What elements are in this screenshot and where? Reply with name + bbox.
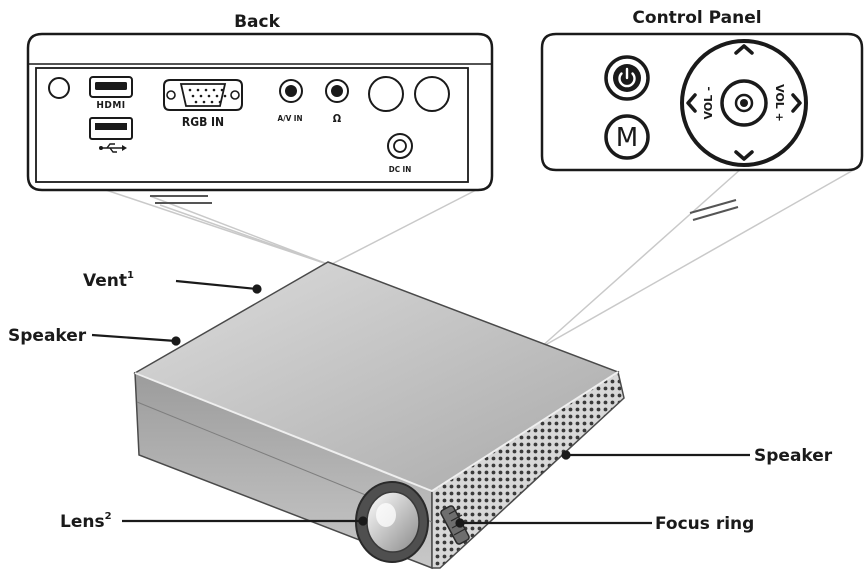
- speaker-right-label: Speaker: [754, 446, 833, 466]
- back-title: Back: [234, 12, 281, 32]
- rgb-pin: [223, 94, 227, 98]
- vol-plus-label: VOL +: [773, 84, 786, 122]
- lens-label: Lens2: [60, 511, 112, 532]
- rgb-pin: [204, 88, 208, 92]
- rgb-pin: [202, 100, 206, 104]
- hdmi-label: HDMI: [96, 100, 125, 111]
- power-icon: [618, 67, 636, 88]
- headphone-icon: Ω: [333, 112, 342, 125]
- vol-minus-label: VOL -: [702, 86, 715, 119]
- down-arrow-icon: [734, 150, 754, 161]
- control-panel-inset: Control Panel M VOL - VOL +: [540, 8, 864, 172]
- control-zoom-hatch: [689, 199, 739, 221]
- rgb-in-port: [163, 79, 243, 111]
- vent-label: Vent1: [83, 270, 134, 291]
- dc-in-label: DC IN: [389, 165, 411, 174]
- speaker-left-label: Speaker: [8, 326, 87, 346]
- kensington-slot: [48, 77, 70, 99]
- rgb-pin: [210, 100, 214, 104]
- av-in-label: A/V IN: [278, 114, 303, 123]
- control-panel-title: Control Panel: [632, 8, 761, 28]
- left-arrow-icon: [686, 93, 697, 113]
- round-port-right: [414, 76, 450, 112]
- rgb-pin: [196, 88, 200, 92]
- rgb-pin: [188, 88, 192, 92]
- rgb-pin: [191, 94, 195, 98]
- rgb-pin: [220, 88, 224, 92]
- menu-button: [604, 114, 650, 160]
- rgb-pin: [215, 94, 219, 98]
- rgb-pin: [199, 94, 203, 98]
- usb-icon: [99, 143, 127, 153]
- rgb-in-label: RGB IN: [182, 115, 224, 129]
- rgb-pin: [207, 94, 211, 98]
- projector-body: [133, 261, 625, 570]
- lens: [355, 481, 429, 563]
- control-zoom-cone: [539, 167, 858, 349]
- focus-ring-label: Focus ring: [655, 514, 754, 534]
- back-panel-inset: Back HDMI RGB IN: [26, 12, 494, 192]
- up-arrow-icon: [734, 44, 754, 55]
- back-zoom-hatch: [150, 195, 212, 204]
- rgb-pin: [218, 100, 222, 104]
- right-arrow-icon: [791, 93, 802, 113]
- hdmi-port: [89, 76, 133, 98]
- menu-button-label: M: [616, 123, 638, 153]
- rgb-pin: [212, 88, 216, 92]
- usb-port: [89, 117, 133, 140]
- rgb-pin: [194, 100, 198, 104]
- round-port-left: [368, 76, 404, 112]
